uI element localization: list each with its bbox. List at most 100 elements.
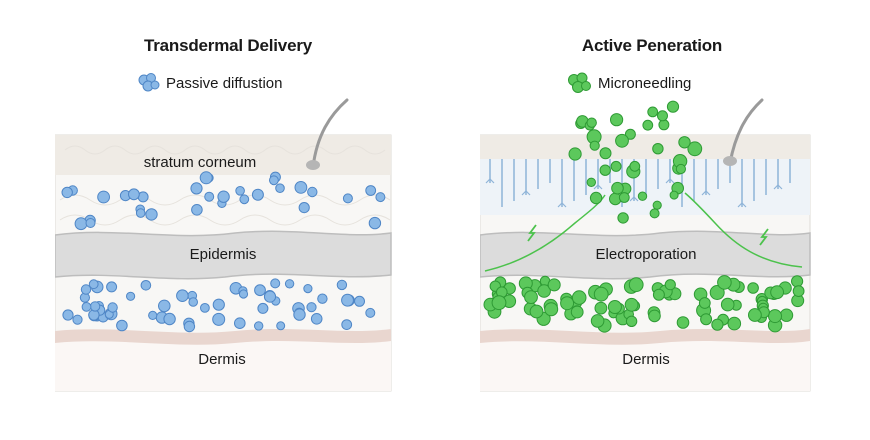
blue-particle	[365, 307, 376, 318]
green-particle	[568, 147, 582, 161]
green-particle	[648, 309, 661, 323]
green-particle	[658, 119, 670, 131]
blue-particle	[61, 186, 73, 199]
blue-particle	[234, 317, 246, 329]
hair-strand-icon	[306, 98, 349, 170]
green-particle	[599, 164, 611, 176]
left-dermis-band	[55, 329, 391, 345]
green-particle	[698, 297, 711, 309]
left-epidermis-band	[55, 230, 392, 280]
green-particle	[594, 301, 608, 315]
blue-particle	[310, 313, 323, 325]
blue-particle	[284, 279, 295, 289]
blue-particle	[107, 302, 118, 313]
left-dermis-area	[55, 329, 391, 391]
green-particle	[779, 308, 794, 322]
green-particle	[720, 297, 735, 312]
blue-particle	[251, 188, 264, 201]
green-particle	[547, 278, 561, 292]
blue-particle	[341, 293, 354, 307]
green-particle	[675, 163, 686, 175]
green-particle	[628, 277, 644, 293]
green-particle	[687, 141, 703, 157]
blue-particle	[106, 281, 118, 293]
green-particle	[625, 315, 638, 328]
green-particle	[607, 300, 622, 314]
microneedle-tip	[701, 190, 711, 196]
microneedle-tip	[521, 190, 531, 196]
microneedle-tip	[737, 202, 747, 208]
blue-particle	[317, 293, 328, 304]
blue-particle	[74, 217, 88, 231]
right-legend-label: Microneedling	[598, 74, 692, 92]
blue-particle-cluster-icon	[138, 73, 160, 92]
blue-particle	[190, 182, 203, 195]
blue-particle	[306, 302, 317, 313]
blue-particle	[62, 309, 74, 321]
green-particle	[676, 316, 690, 329]
green-particle	[610, 113, 624, 127]
blue-particle	[303, 284, 313, 294]
green-particle	[570, 305, 584, 319]
blue-particle	[298, 202, 310, 214]
right-panel-title: Active Peneration	[581, 36, 723, 55]
green-particle	[529, 304, 544, 319]
blue-particle	[126, 291, 136, 301]
blue-particle	[235, 186, 245, 196]
blue-particle	[148, 310, 158, 320]
green-particle	[524, 290, 538, 305]
green-particle	[624, 128, 636, 140]
green-particle	[537, 284, 551, 298]
blue-particle	[276, 321, 286, 331]
blue-particle	[204, 191, 215, 202]
green-particle	[657, 110, 668, 122]
blue-particle	[368, 216, 382, 230]
hair-strand-icon	[723, 98, 764, 166]
blue-particle	[375, 192, 386, 203]
left-stratum-corneum-band	[55, 135, 391, 175]
green-particle	[664, 279, 676, 291]
blue-particle	[293, 308, 306, 321]
green-particle	[589, 140, 600, 151]
left-stratum-corneum-label: stratum corneum	[143, 154, 257, 171]
left-legend: Passive diffustion	[136, 72, 282, 94]
green-particle	[770, 285, 785, 300]
microneedle-tip	[485, 178, 495, 184]
blue-particle	[212, 312, 226, 326]
microneedle-array	[485, 159, 791, 208]
blue-particle	[88, 279, 99, 290]
right-dermis-band	[480, 329, 810, 345]
green-particle	[652, 288, 665, 301]
green-particle	[617, 212, 629, 224]
blue-particle	[200, 303, 210, 313]
green-particle	[590, 314, 605, 328]
green-particle	[618, 192, 630, 203]
green-particle	[678, 136, 691, 149]
right-needle-zone	[480, 159, 810, 215]
green-particle	[589, 191, 603, 205]
green-particle	[611, 181, 624, 195]
green-particle	[717, 275, 732, 290]
blue-particle	[270, 278, 281, 289]
green-particle	[748, 308, 762, 322]
blue-particle	[158, 299, 171, 313]
microneedle-tip	[629, 196, 639, 202]
green-particle	[593, 286, 609, 302]
blue-particle	[163, 312, 176, 326]
green-particle	[615, 133, 629, 148]
blue-particle	[188, 297, 198, 307]
left-blue-particles	[61, 171, 386, 333]
green-particle	[544, 302, 559, 317]
green-particle	[599, 147, 612, 160]
blue-particle	[116, 319, 128, 332]
blue-particle	[269, 175, 279, 186]
blue-particle	[199, 171, 213, 185]
green-particle	[642, 119, 654, 131]
right-dermis-area	[480, 329, 810, 391]
right-skin-diagram	[480, 98, 811, 392]
green-particle	[709, 285, 725, 300]
blue-particle	[294, 181, 308, 194]
blue-particle	[217, 190, 230, 203]
blue-particle	[254, 284, 266, 297]
blue-particle	[307, 186, 318, 198]
